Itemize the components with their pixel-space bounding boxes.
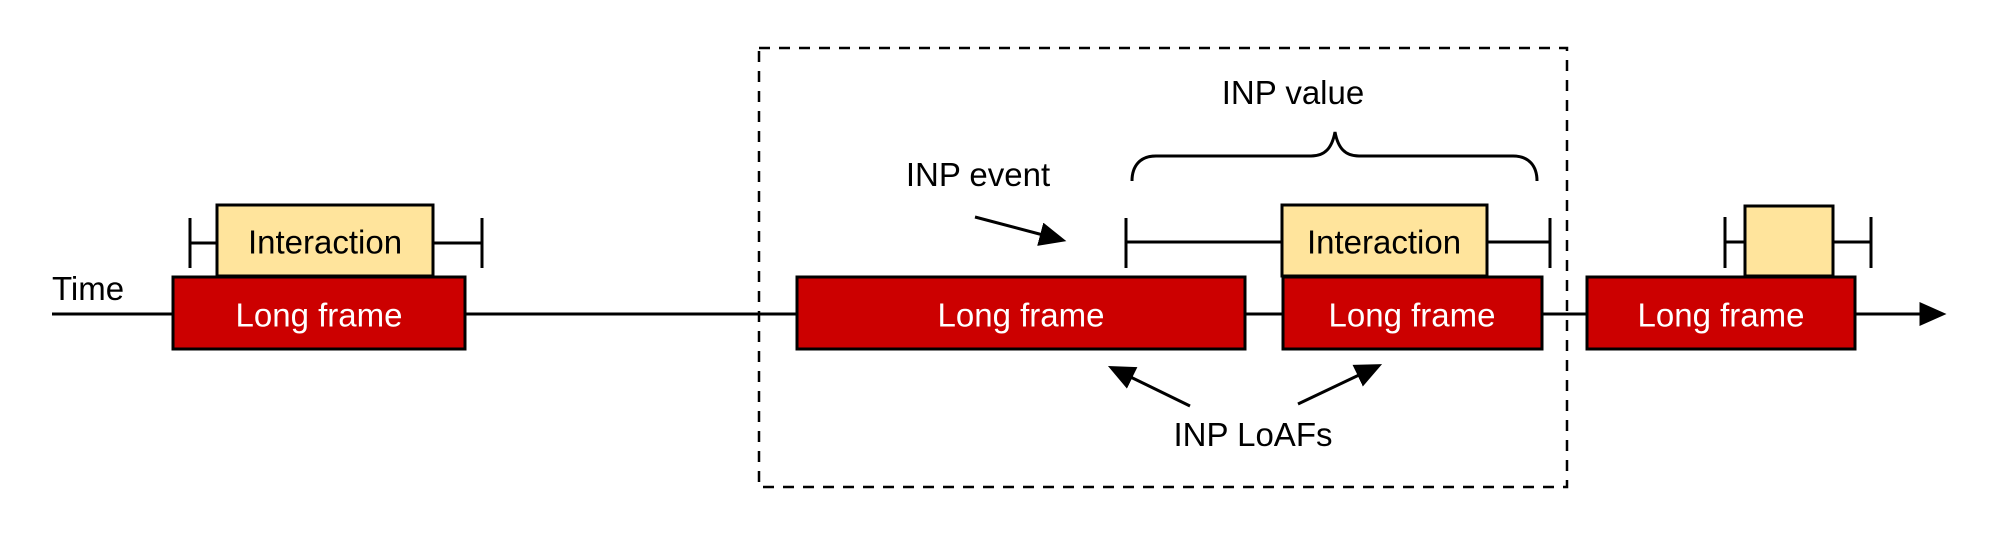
long-frame-label-4: Long frame bbox=[1638, 297, 1805, 334]
long-frame-2: Long frame bbox=[795, 275, 1247, 351]
inp-loafs-label: INP LoAFs bbox=[1174, 416, 1333, 453]
time-label: Time bbox=[52, 270, 124, 307]
long-frame-label-1: Long frame bbox=[236, 297, 403, 334]
inp-value-label: INP value bbox=[1222, 74, 1364, 111]
long-frame-box-4 bbox=[1585, 275, 1857, 351]
interaction-box-2 bbox=[1280, 203, 1489, 278]
long-frame-label-3: Long frame bbox=[1329, 297, 1496, 334]
long-frame-label-2: Long frame bbox=[938, 297, 1105, 334]
inp-event-arrow bbox=[974, 215, 1067, 246]
interaction-span-1 bbox=[188, 218, 484, 268]
inp-value-brace bbox=[1130, 131, 1539, 182]
inp-loaf-arrow-left bbox=[1107, 366, 1191, 408]
long-frame-box-2 bbox=[795, 275, 1247, 351]
interaction-3 bbox=[1743, 204, 1835, 278]
long-frame-box-3 bbox=[1281, 275, 1544, 351]
interaction-span-2 bbox=[1124, 218, 1552, 268]
interaction-box-3 bbox=[1743, 204, 1835, 278]
long-frame-1: Long frame bbox=[171, 275, 467, 351]
inp-loaf-arrow-right bbox=[1297, 364, 1383, 406]
interaction-box-1 bbox=[215, 203, 435, 278]
inp-scope-dashed-box bbox=[757, 46, 1569, 489]
interaction-span-3 bbox=[1723, 217, 1873, 268]
interaction-2: Interaction bbox=[1280, 203, 1489, 278]
inp-event-label: INP event bbox=[906, 156, 1050, 193]
interaction-label-1: Interaction bbox=[248, 224, 402, 261]
long-frame-box-1 bbox=[171, 275, 467, 351]
interaction-label-2: Interaction bbox=[1307, 224, 1461, 261]
long-frame-3: Long frame bbox=[1281, 275, 1544, 351]
long-frame-4: Long frame bbox=[1585, 275, 1857, 351]
interaction-1: Interaction bbox=[215, 203, 435, 278]
